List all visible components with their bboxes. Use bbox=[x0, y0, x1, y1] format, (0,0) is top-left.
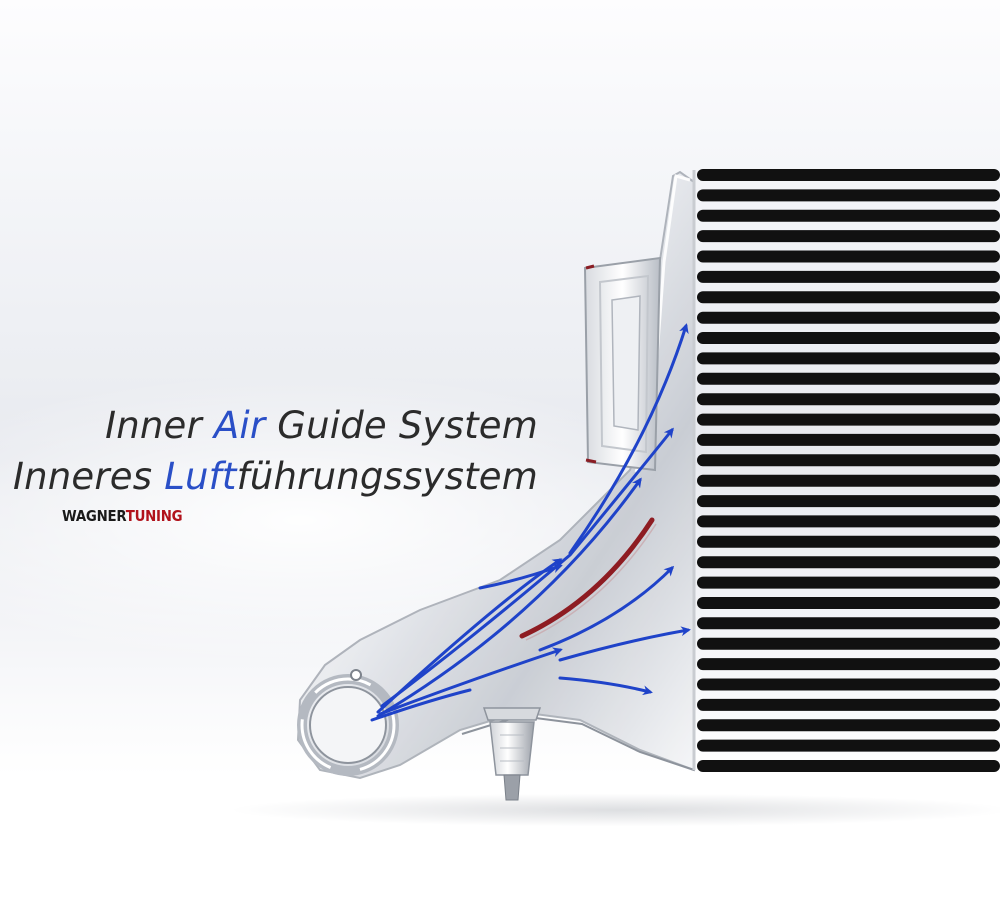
cooling-fin bbox=[697, 760, 1000, 772]
cooling-fin bbox=[697, 352, 1000, 365]
cooling-fin bbox=[697, 556, 1000, 569]
floor-shadow bbox=[0, 780, 1000, 850]
cooling-fin bbox=[697, 393, 1000, 406]
cooling-fin bbox=[697, 474, 1000, 487]
cooling-fin bbox=[697, 311, 1000, 324]
cooling-fin bbox=[697, 332, 1000, 344]
cooling-fin bbox=[697, 454, 1000, 467]
headline-german-post: führungssystem bbox=[236, 455, 538, 498]
brand-logo-part1: WAGNER bbox=[62, 507, 126, 525]
cooling-fin bbox=[697, 372, 1000, 385]
cooling-fin bbox=[697, 576, 1000, 589]
cooling-fin bbox=[697, 209, 1000, 222]
headline-german-pre: Inneres bbox=[13, 455, 165, 498]
cooling-fin bbox=[697, 637, 1000, 650]
cooling-fin bbox=[697, 413, 1000, 426]
cooling-fin bbox=[697, 270, 1000, 283]
cooling-fin bbox=[697, 535, 1000, 548]
headline-english-pre: Inner bbox=[105, 404, 214, 447]
cooling-fin bbox=[697, 658, 1000, 671]
cooling-fin bbox=[697, 495, 1000, 508]
headline-english: Inner Air Guide System bbox=[0, 404, 538, 447]
airflow-arrows bbox=[370, 323, 691, 722]
cooling-fin bbox=[697, 698, 1000, 711]
cooling-fin bbox=[697, 189, 1000, 202]
cooling-fin bbox=[697, 433, 1000, 446]
mounting-bracket bbox=[583, 256, 662, 472]
headline-german-accent: Luft bbox=[164, 455, 237, 498]
cooling-fin bbox=[697, 250, 1000, 263]
brand-logo: WAGNERTUNING bbox=[62, 507, 183, 525]
headline-english-post: Guide System bbox=[265, 404, 538, 447]
cooling-fin bbox=[697, 678, 1000, 691]
cooling-fin bbox=[697, 597, 1000, 609]
headline-english-accent: Air bbox=[213, 404, 266, 447]
inlet-ring bbox=[297, 669, 399, 776]
cooling-fins bbox=[697, 169, 1000, 772]
guide-vane bbox=[519, 517, 655, 639]
drain-nozzle bbox=[482, 707, 542, 801]
cooling-fin bbox=[697, 230, 1000, 243]
brand-logo-part2: TUNING bbox=[125, 507, 183, 525]
cooling-fin bbox=[697, 169, 1000, 181]
cooling-fin bbox=[697, 291, 1000, 304]
cooling-fin bbox=[697, 719, 1000, 732]
cooling-fin bbox=[697, 617, 1000, 630]
headline-german: Inneres Luftführungssystem bbox=[0, 455, 538, 498]
cooling-fin bbox=[697, 515, 1000, 528]
cooling-fin bbox=[697, 739, 1000, 752]
